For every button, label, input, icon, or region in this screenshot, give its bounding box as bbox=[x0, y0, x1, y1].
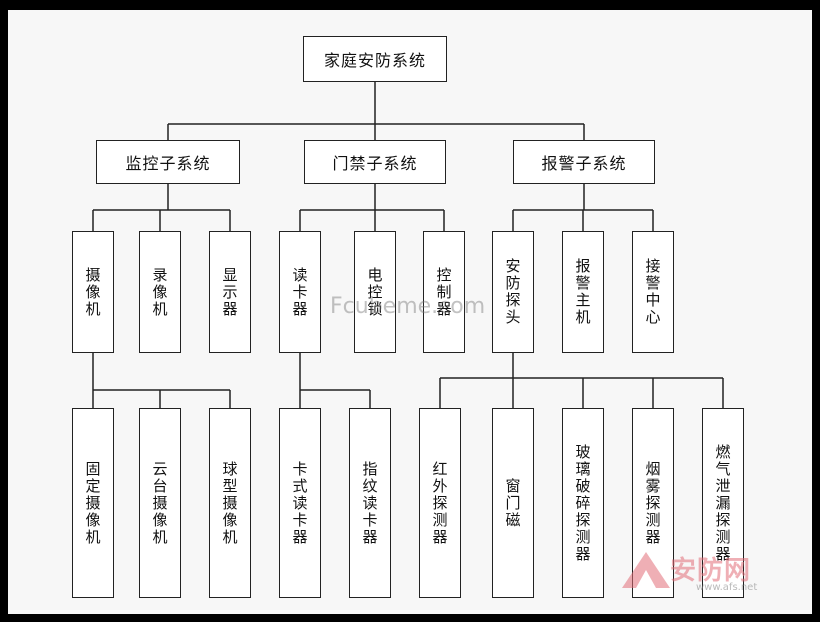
controller-node: 控制器 bbox=[423, 231, 465, 353]
gas-leak-detector-node: 燃气泄漏探测器 bbox=[702, 408, 744, 598]
smoke-detector-node: 烟雾探测器 bbox=[632, 408, 674, 598]
electric-lock-node: 电控锁 bbox=[354, 231, 396, 353]
infrared-detector-node: 红外探测器 bbox=[419, 408, 461, 598]
camera-node: 摄像机 bbox=[72, 231, 114, 353]
card-reader-node: 读卡器 bbox=[279, 231, 321, 353]
dome-camera-node: 球型摄像机 bbox=[209, 408, 251, 598]
connector-root bbox=[167, 82, 585, 140]
connector-lines bbox=[92, 82, 724, 408]
connector-reader bbox=[299, 353, 371, 408]
connector-detector bbox=[439, 353, 724, 408]
glass-break-detector-node: 玻璃破碎探测器 bbox=[562, 408, 604, 598]
monitor-subsystem-node: 监控子系统 bbox=[96, 140, 240, 184]
fixed-camera-node: 固定摄像机 bbox=[72, 408, 114, 598]
window-door-sensor-node: 窗门磁 bbox=[492, 408, 534, 598]
connector-camera bbox=[92, 353, 231, 408]
access-subsystem-node: 门禁子系统 bbox=[304, 140, 446, 184]
root-node: 家庭安防系统 bbox=[303, 36, 447, 82]
alarm-center-node: 接警中心 bbox=[632, 231, 674, 353]
connector-access bbox=[299, 184, 445, 231]
security-detector-node: 安防探头 bbox=[492, 231, 534, 353]
alarm-host-node: 报警主机 bbox=[562, 231, 604, 353]
alarm-subsystem-node: 报警子系统 bbox=[513, 140, 655, 184]
connector-alarm bbox=[512, 184, 654, 231]
connector-monitor bbox=[92, 184, 231, 231]
recorder-node: 录像机 bbox=[139, 231, 181, 353]
pantilt-camera-node: 云台摄像机 bbox=[139, 408, 181, 598]
diagram-canvas: 家庭安防系统 监控子系统 门禁子系统 报警子系统 摄像机 录像机 显示器 读卡器… bbox=[8, 10, 812, 614]
card-type-reader-node: 卡式读卡器 bbox=[279, 408, 321, 598]
display-node: 显示器 bbox=[209, 231, 251, 353]
fingerprint-reader-node: 指纹读卡器 bbox=[349, 408, 391, 598]
